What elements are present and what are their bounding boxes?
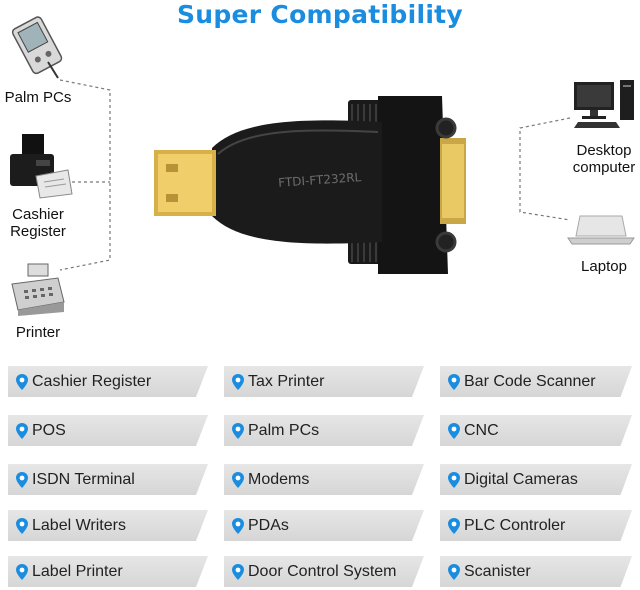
location-pin-icon xyxy=(16,472,28,488)
list-item: Digital Cameras xyxy=(440,464,632,495)
location-pin-icon xyxy=(448,564,460,580)
list-item: Modems xyxy=(224,464,424,495)
palm-pc-icon xyxy=(11,16,63,79)
list-item: ISDN Terminal xyxy=(8,464,208,495)
location-pin-icon xyxy=(232,423,244,439)
location-pin-icon xyxy=(232,564,244,580)
list-item: PDAs xyxy=(224,510,424,541)
desktop-computer-icon xyxy=(574,80,634,128)
printer-icon xyxy=(11,263,65,316)
location-pin-icon xyxy=(232,374,244,390)
location-pin-icon xyxy=(448,472,460,488)
right-connector-lines xyxy=(519,117,571,221)
device-cashier-register: Cashier Register xyxy=(10,206,66,240)
laptop-icon xyxy=(567,215,635,245)
list-item: PLC Controler xyxy=(440,510,632,541)
list-item: Tax Printer xyxy=(224,366,424,397)
location-pin-icon xyxy=(232,472,244,488)
device-printer: Printer xyxy=(15,324,61,341)
device-laptop: Laptop xyxy=(581,258,627,275)
list-item: Scanister xyxy=(440,556,632,587)
location-pin-icon xyxy=(232,518,244,534)
page-title: Super Compatibility xyxy=(176,0,464,29)
location-pin-icon xyxy=(448,374,460,390)
device-desktop-computer: Desktop computer xyxy=(572,142,636,176)
list-item: Palm PCs xyxy=(224,415,424,446)
list-item: Label Printer xyxy=(8,556,208,587)
list-item: Bar Code Scanner xyxy=(440,366,632,397)
location-pin-icon xyxy=(16,564,28,580)
list-item: CNC xyxy=(440,415,632,446)
list-item: Label Writers xyxy=(8,510,208,541)
location-pin-icon xyxy=(448,518,460,534)
cashier-register-icon xyxy=(10,134,73,199)
location-pin-icon xyxy=(16,423,28,439)
list-item: Cashier Register xyxy=(8,366,208,397)
location-pin-icon xyxy=(16,518,28,534)
list-item: Door Control System xyxy=(224,556,424,587)
list-item: POS xyxy=(8,415,208,446)
adapter-imprint: FTDI-FT232RL xyxy=(278,170,362,190)
location-pin-icon xyxy=(448,423,460,439)
usb-to-rs232-adapter: FTDI-FT232RL xyxy=(154,96,466,274)
device-palm-pcs: Palm PCs xyxy=(4,89,72,106)
location-pin-icon xyxy=(16,374,28,390)
